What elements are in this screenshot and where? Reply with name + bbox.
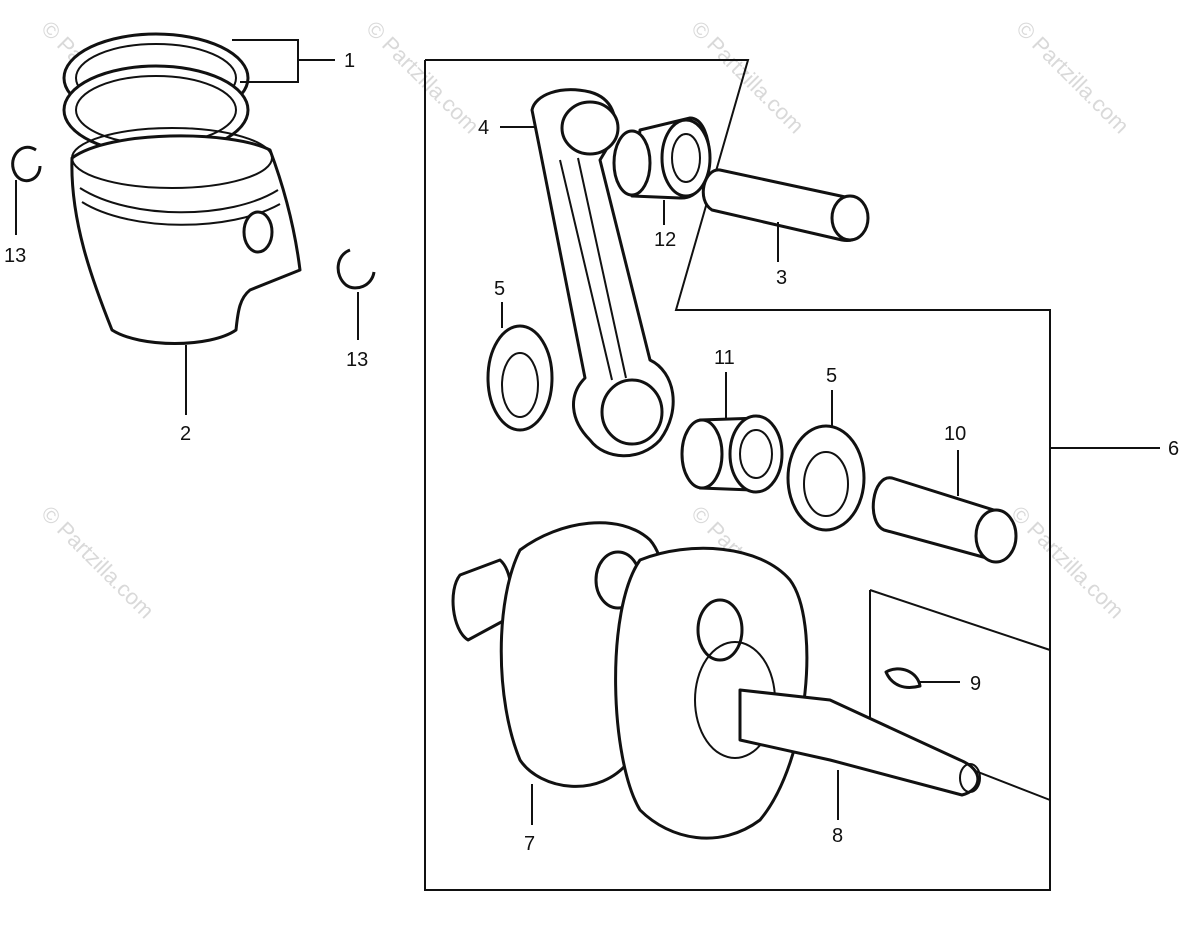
callout-4: 4 — [478, 117, 489, 139]
watermark: © Partzilla.com — [1011, 16, 1134, 139]
callout-2: 2 — [180, 423, 191, 445]
callout-13-right: 13 — [346, 349, 368, 371]
circlip-right — [336, 248, 376, 340]
watermark: © Partzilla.com — [686, 16, 809, 139]
watermark: © Partzilla.com — [361, 16, 484, 139]
callout-labels: 1 2 3 4 5 5 6 7 8 9 10 11 12 13 13 — [4, 50, 1179, 855]
thrust-washer-right — [786, 390, 866, 532]
piston — [70, 127, 302, 415]
crankshaft — [451, 521, 981, 840]
callout-3: 3 — [776, 267, 787, 289]
callout-10: 10 — [944, 423, 966, 445]
callout-11: 11 — [714, 347, 735, 369]
callout-5-left: 5 — [494, 278, 505, 300]
callout-1: 1 — [344, 50, 355, 72]
callout-12: 12 — [654, 229, 676, 251]
piston-rings — [62, 32, 335, 156]
callout-8: 8 — [832, 825, 843, 847]
big-end-bearing — [680, 372, 784, 494]
watermark: © Partzilla.com — [36, 501, 159, 624]
callout-6: 6 — [1168, 438, 1179, 460]
piston-pin — [701, 168, 870, 262]
small-end-bearing — [612, 116, 712, 225]
circlip-left — [11, 146, 42, 235]
callout-5-right: 5 — [826, 365, 837, 387]
connecting-rod — [500, 88, 675, 458]
callout-13-left: 13 — [4, 245, 26, 267]
watermark: © Partzilla.com — [1006, 501, 1129, 624]
crank-pin — [871, 450, 1018, 564]
callout-7: 7 — [524, 833, 535, 855]
thrust-washer-left — [486, 302, 554, 432]
callout-9: 9 — [970, 673, 981, 695]
